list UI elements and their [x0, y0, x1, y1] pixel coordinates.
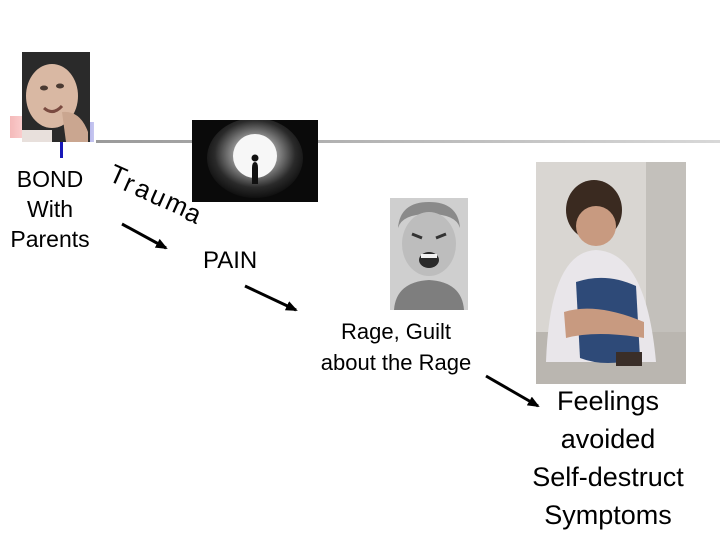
bond-line: BOND: [16, 166, 84, 192]
feelings-line: Feelings: [556, 386, 660, 416]
feelings-line: Self-destruct: [532, 462, 684, 492]
bond-line: With: [27, 196, 73, 222]
arrow-bond-to-pain: [121, 222, 168, 250]
rage-line: Rage, Guilt: [340, 319, 452, 344]
feelings-label: Feelings avoided Self-destruct Symptoms: [508, 382, 708, 534]
sad-man-photo: [536, 162, 686, 384]
bond-line: Parents: [10, 226, 90, 252]
baby-photo: [22, 52, 90, 142]
feelings-line: Symptoms: [544, 500, 672, 530]
screaming-boy-photo: [390, 198, 468, 310]
pain-label: PAIN: [203, 247, 258, 274]
bond-label: BOND With Parents: [4, 164, 96, 254]
tunnel-photo: [192, 120, 318, 202]
accent-tick: [60, 142, 63, 158]
title-rule-line: [96, 140, 720, 143]
arrow-pain-to-rage: [244, 284, 298, 312]
rage-label: Rage, Guilt about the Rage: [296, 316, 496, 378]
feelings-line: avoided: [560, 424, 656, 454]
rage-line: about the Rage: [320, 350, 472, 375]
